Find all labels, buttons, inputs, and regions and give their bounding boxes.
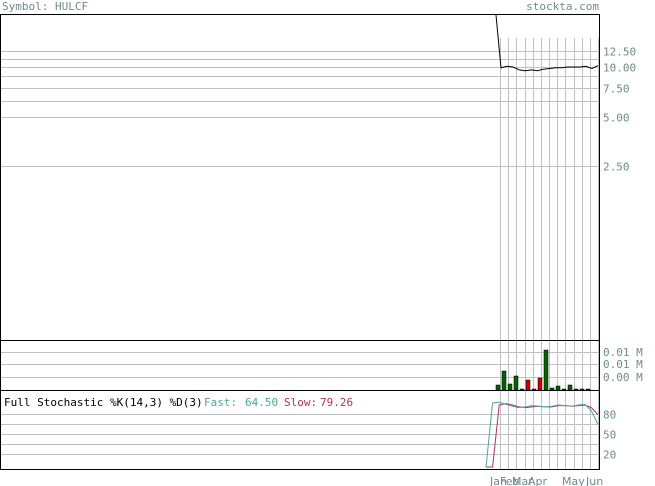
x-tick-label: Mar (512, 475, 533, 486)
volume-bar (585, 388, 591, 391)
volume-grid (1, 352, 599, 378)
price-y-tick-label: 2.50 (603, 161, 630, 174)
price-y-tick-label: 12.50 (603, 46, 636, 59)
price-line (495, 14, 599, 72)
volume-panel-frame (0, 340, 600, 391)
price-grid (1, 51, 599, 167)
price-y-tick-label: 7.50 (603, 83, 630, 96)
stochastic-panel-frame (0, 390, 600, 470)
volume-bar (567, 384, 573, 391)
x-tick-label: Feb (500, 475, 519, 486)
volume-y-tick-label: 0.00 M (603, 371, 643, 384)
volume-bar (507, 383, 513, 391)
symbol-label: Symbol: HULCF (2, 0, 89, 13)
volume-bar (513, 375, 519, 391)
volume-y-ticks: 0.01 M0.01 M0.00 M (603, 346, 643, 384)
volume-bar (573, 388, 579, 391)
volume-bar (555, 385, 561, 391)
volume-bar (531, 388, 537, 391)
slow-label: Slow: (284, 396, 318, 409)
price-panel-frame (0, 14, 600, 341)
volume-bar (543, 349, 549, 391)
stochastic-y-ticks: 80 50 20 (603, 409, 616, 462)
price-y-tick-label: 10.00 (603, 62, 636, 75)
fast-label: Fast: (204, 396, 238, 409)
volume-bar (579, 388, 585, 391)
x-tick-label: Jun (585, 475, 603, 486)
brand-link[interactable]: stockta.com (526, 0, 599, 13)
price-y-ticks: 12.50 10.00 7.50 5.00 2.50 (603, 46, 636, 174)
volume-panel: 0.01 M0.01 M0.00 M (0, 340, 643, 391)
stochastic-panel: 80 50 20 (0, 390, 616, 470)
volume-bar (537, 377, 543, 391)
x-tick-label: Jan (489, 475, 507, 486)
stochastic-title: Full Stochastic %K(14,3) %D(3) (4, 396, 203, 409)
price-panel: 12.50 10.00 7.50 5.00 2.50 (0, 14, 636, 470)
price-vertical-grid (500, 38, 599, 470)
volume-bar (519, 388, 525, 391)
slow-value: 79.26 (320, 396, 354, 409)
volume-bar (561, 388, 567, 391)
fast-line (485, 401, 599, 468)
x-tick-label: May (562, 475, 585, 486)
volume-bar (495, 384, 501, 391)
stochastic-y-tick-label: 20 (603, 449, 616, 462)
fast-value: 64.50 (245, 396, 279, 409)
volume-y-tick-label: 0.01 M (603, 346, 643, 359)
volume-bar (549, 387, 555, 391)
volume-bar (525, 379, 531, 391)
volume-bars (495, 349, 591, 391)
price-y-tick-label: 5.00 (603, 112, 630, 125)
stochastic-y-tick-label: 50 (603, 429, 616, 442)
stochastic-grid (1, 414, 599, 455)
x-tick-label: Apr (528, 475, 548, 486)
stochastic-y-tick-label: 80 (603, 409, 616, 422)
volume-y-tick-label: 0.01 M (603, 358, 643, 371)
volume-bar (501, 370, 507, 391)
